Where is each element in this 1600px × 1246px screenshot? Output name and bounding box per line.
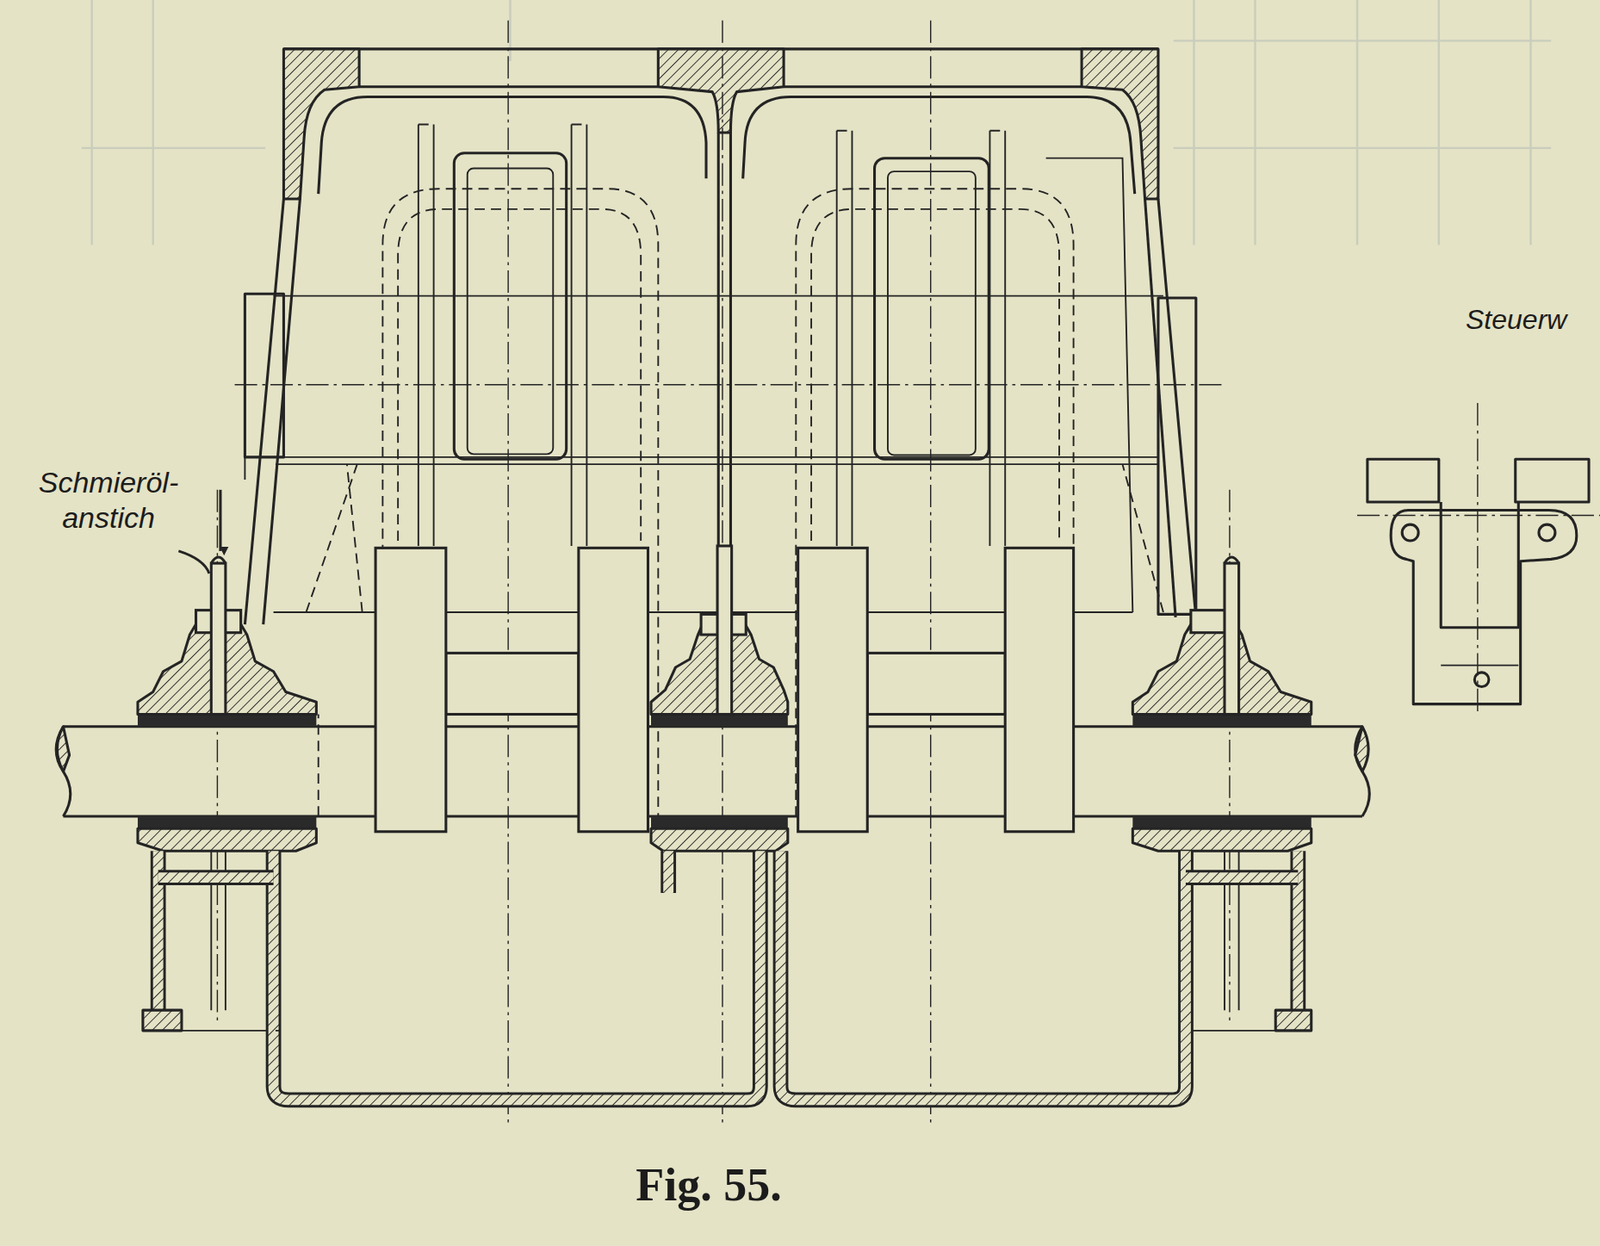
engine-housing [55,0,1600,1123]
sump-walls [158,850,1299,1100]
background-grid [81,0,1551,245]
leader-line [178,551,210,574]
part-label: Schmieröl- anstich [6,465,211,537]
figure-caption: Fig. 55. [635,1158,782,1212]
control-gear-detail [1357,403,1600,714]
part-label: Steuerw [1465,303,1595,336]
leader-arrow [218,489,222,552]
